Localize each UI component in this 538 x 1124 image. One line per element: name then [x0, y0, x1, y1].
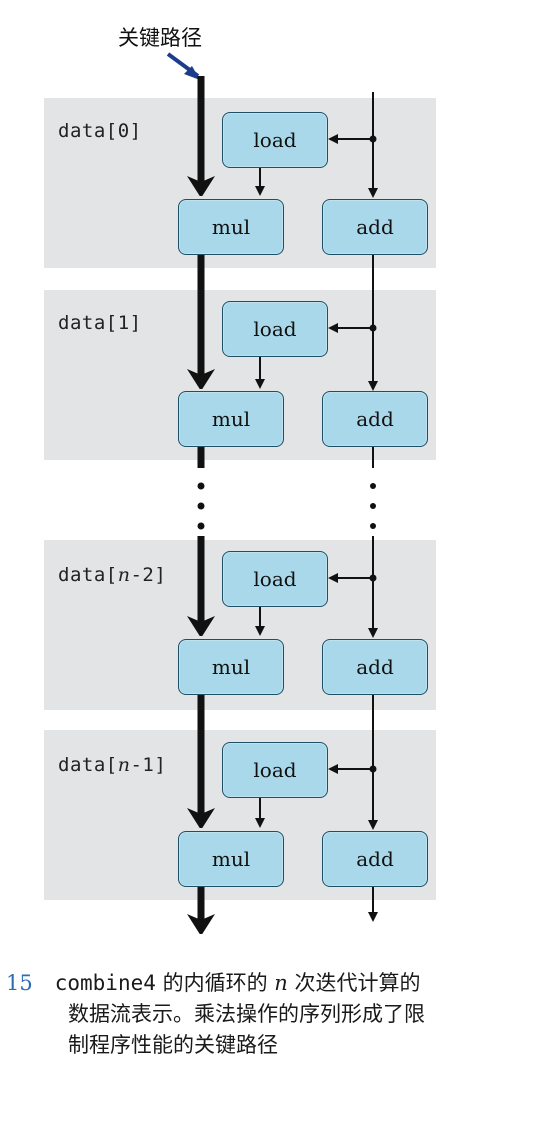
data-label-0: data[0]: [58, 120, 142, 142]
add-box-1: add: [322, 391, 428, 447]
mul-box-1: mul: [178, 391, 284, 447]
caption-line-2: 数据流表示。乘法操作的序列形成了限: [68, 1002, 425, 1026]
load-box-1: load: [222, 301, 328, 357]
figure-number: 15: [6, 971, 33, 995]
data-label-1: data[1]: [58, 312, 142, 334]
critical-path-label: 关键路径: [118, 26, 202, 50]
mul-box-0: mul: [178, 199, 284, 255]
data-label-n-2: data[n-2]: [58, 564, 167, 586]
load-box-0: load: [222, 112, 328, 168]
add-box-n-2: add: [322, 639, 428, 695]
caption-code: combine4: [54, 971, 156, 995]
caption-line-3: 制程序性能的关键路径: [68, 1033, 278, 1057]
mul-box-n-1: mul: [178, 831, 284, 887]
load-box-n-2: load: [222, 551, 328, 607]
load-box-n-1: load: [222, 742, 328, 798]
add-box-n-1: add: [322, 831, 428, 887]
add-box-0: add: [322, 199, 428, 255]
data-label-n-1: data[n-1]: [58, 754, 167, 776]
mul-box-n-2: mul: [178, 639, 284, 695]
